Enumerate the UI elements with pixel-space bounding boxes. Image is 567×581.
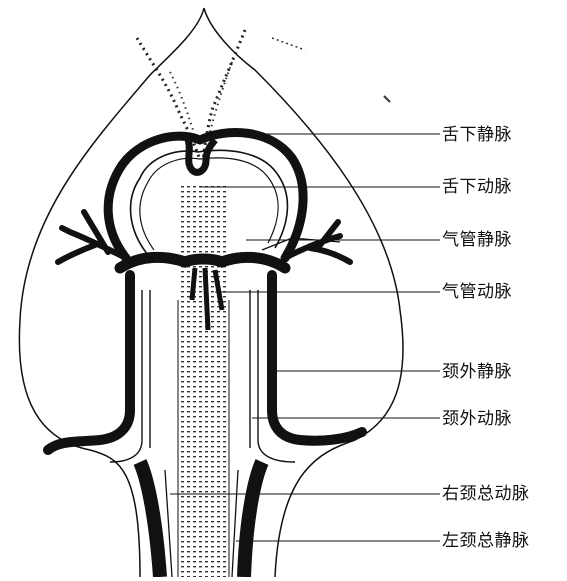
hyoid-knot [188,140,215,172]
label-tracheal-vein: 气管静脉 [442,230,512,250]
label-tracheal-artery: 气管动脉 [442,282,512,302]
label-left-common-jugular-vein: 左颈总静脉 [442,531,530,551]
common-jugular-vein-right [244,462,262,577]
common-carotid-left [165,470,172,577]
external-jugular-vein-right [272,275,362,441]
dotted-trace-inner [170,62,232,140]
label-right-common-carotid-artery: 右颈总动脉 [442,484,530,504]
label-external-jugular-vein: 颈外静脉 [442,362,512,382]
external-jugular-vein-left [48,275,130,450]
common-carotid-right [232,470,238,577]
label-external-jugular-artery: 颈外动脉 [442,409,512,429]
stray-mark [272,38,305,50]
common-jugular-vein-left [140,462,160,577]
stray-mark-2 [384,96,390,102]
label-hypoglossal-artery: 舌下动脉 [442,177,512,197]
trachea [180,185,226,577]
label-hypoglossal-vein: 舌下静脉 [442,125,512,145]
